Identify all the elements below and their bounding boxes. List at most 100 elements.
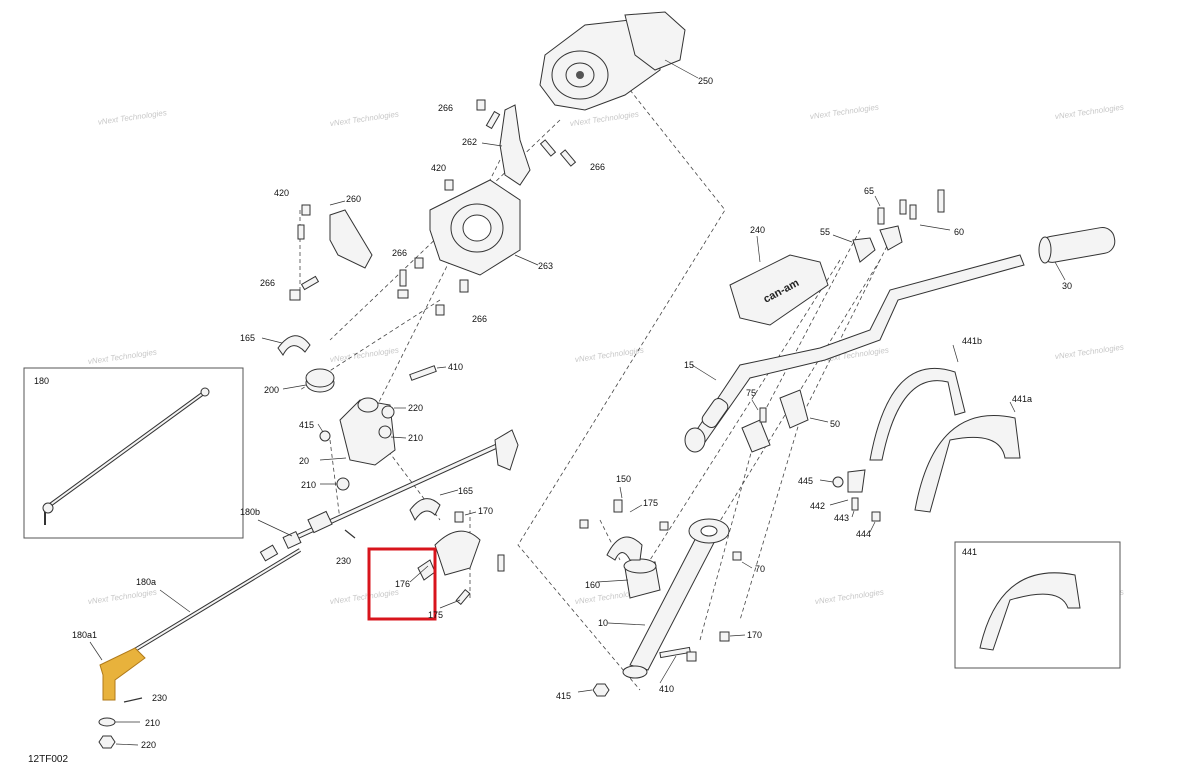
steering-actuator-250 (539, 11, 699, 111)
label-443: 443 (834, 513, 849, 523)
label-165: 165 (240, 333, 255, 343)
tie-rod-180b (257, 429, 519, 550)
pin-230 (344, 529, 356, 539)
watermark: vNext Technologies (569, 110, 639, 129)
label-420: 420 (274, 188, 289, 198)
steering-column-10 (607, 518, 730, 679)
label-200: 200 (264, 385, 279, 395)
bracket-260 (329, 200, 373, 269)
label-165: 165 (458, 486, 473, 496)
fasteners-top (289, 99, 577, 316)
label-250: 250 (698, 76, 713, 86)
figure-code: 12TF002 (28, 754, 69, 765)
hardware-stack-180a1 (98, 697, 143, 749)
bushing-160 (596, 558, 661, 599)
label-75: 75 (746, 388, 756, 398)
bracket-262 (481, 104, 531, 186)
ring-200 (282, 368, 335, 393)
clip-176 (409, 559, 436, 583)
inset-441 (954, 541, 1121, 669)
label-175: 175 (643, 498, 658, 508)
label-210: 210 (408, 433, 423, 443)
label-445: 445 (798, 476, 813, 486)
watermark: vNext Technologies (329, 346, 399, 365)
label-410: 410 (448, 362, 463, 372)
clamp-165-top (261, 335, 311, 356)
label-263: 263 (538, 261, 553, 271)
label-420: 420 (431, 163, 446, 173)
label-262: 262 (462, 137, 477, 147)
label-150: 150 (616, 474, 631, 484)
label-220: 220 (141, 740, 156, 750)
watermark: vNext Technologies (87, 588, 157, 607)
watermark: vNext Technologies (329, 110, 399, 129)
hardware-441 (819, 469, 881, 533)
handlebar-15 (684, 254, 1025, 453)
label-266: 266 (392, 248, 407, 258)
label-210: 210 (301, 480, 316, 490)
label-55: 55 (820, 227, 830, 237)
label-180b: 180b (240, 507, 260, 517)
label-240: 240 (750, 225, 765, 235)
label-180a1: 180a1 (72, 630, 97, 640)
label-266: 266 (590, 162, 605, 172)
watermark: vNext Technologies (814, 588, 884, 607)
label-415: 415 (299, 420, 314, 430)
watermark: vNext Technologies (574, 346, 644, 365)
label-20: 20 (299, 456, 309, 466)
ball-joint-180a1 (89, 641, 146, 701)
label-70: 70 (755, 564, 765, 574)
label-180: 180 (34, 376, 49, 386)
washers-220-210 (317, 405, 407, 491)
grip-30 (1038, 227, 1116, 281)
label-160: 160 (585, 580, 600, 590)
bolt-410-upper (409, 365, 447, 381)
label-210: 210 (145, 718, 160, 728)
support-plate-263 (429, 179, 539, 276)
label-410: 410 (659, 684, 674, 694)
watermark: vNext Technologies (329, 588, 399, 607)
guard-441a (914, 401, 1021, 513)
watermark: vNext Technologies (97, 108, 167, 127)
bracket-175-lower (434, 511, 505, 609)
tie-rod-180a (108, 544, 302, 667)
label-30: 30 (1062, 281, 1072, 291)
fasteners-column (577, 519, 753, 697)
label-180a: 180a (136, 577, 156, 587)
label-415: 415 (556, 691, 571, 701)
label-170: 170 (747, 630, 762, 640)
label-175: 175 (428, 610, 443, 620)
label-170: 170 (478, 506, 493, 516)
clamp-165-lower (409, 489, 459, 521)
highlight-box-176 (367, 547, 437, 621)
watermark: vNext Technologies (1054, 343, 1124, 362)
label-10: 10 (598, 618, 608, 628)
watermark: vNext Technologies (809, 103, 879, 122)
label-266: 266 (260, 278, 275, 288)
label-50: 50 (830, 419, 840, 429)
label-220: 220 (408, 403, 423, 413)
label-266: 266 (438, 103, 453, 113)
watermark: vNext Technologies (87, 348, 157, 367)
guard-441b (869, 344, 966, 461)
label-441b: 441b (962, 336, 982, 346)
label-442: 442 (810, 501, 825, 511)
label-176: 176 (395, 579, 410, 589)
label-441a: 441a (1012, 394, 1032, 404)
upper-clamps-55 (832, 189, 951, 263)
label-230: 230 (152, 693, 167, 703)
clamp-175-column (606, 486, 643, 561)
label-266: 266 (472, 314, 487, 324)
label-444: 444 (856, 529, 871, 539)
label-65: 65 (864, 186, 874, 196)
inset-180 (23, 367, 244, 539)
label-15: 15 (684, 360, 694, 370)
label-260: 260 (346, 194, 361, 204)
label-230: 230 (336, 556, 351, 566)
lower-clamps-50 (741, 389, 829, 453)
label-441: 441 (962, 547, 977, 557)
part-labels: 250 266 262 266 420 420 260 266 263 266 … (34, 76, 1072, 750)
label-60: 60 (954, 227, 964, 237)
steering-shaft-20 (319, 397, 396, 466)
